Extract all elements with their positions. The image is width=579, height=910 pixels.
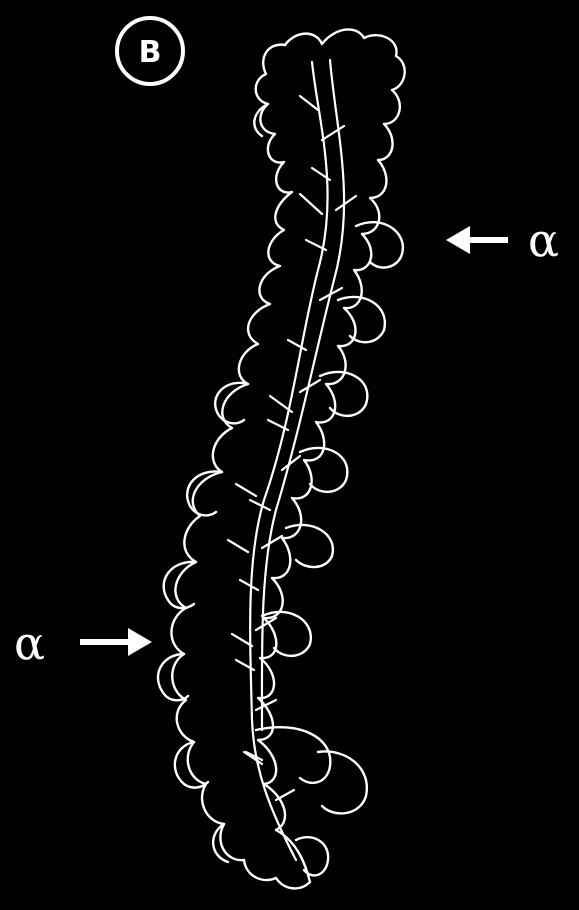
right-lobes	[256, 222, 403, 875]
alpha-annotation-left: α	[14, 616, 152, 670]
protein-column-outline	[158, 29, 405, 888]
left-lobes	[158, 104, 268, 862]
left-pointing-arrowhead-icon	[446, 226, 470, 254]
column-right-edge	[258, 29, 405, 882]
panel-label: B	[117, 18, 183, 84]
alpha-label-right: α	[528, 213, 559, 267]
alpha-label-left: α	[14, 616, 45, 670]
backbone-strands	[228, 60, 356, 860]
right-pointing-arrowhead-icon	[128, 628, 152, 656]
panel-label-text: B	[139, 35, 162, 70]
alpha-annotation-right: α	[446, 213, 559, 267]
